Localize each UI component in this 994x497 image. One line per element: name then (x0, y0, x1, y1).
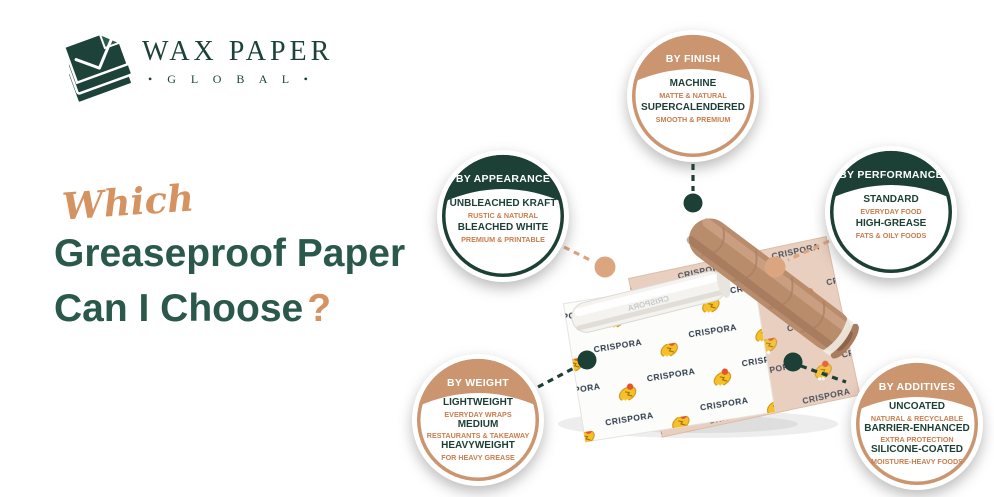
option-name: BLEACHED WHITE (457, 222, 549, 233)
option-name: BARRIER-ENHANCED (864, 422, 970, 434)
category-items: UNCOATED NATURAL & RECYCLABLE BARRIER-EN… (859, 401, 975, 466)
category-label: BY PERFORMANCE (839, 169, 943, 181)
option-name: SILICONE-COATED (870, 444, 964, 455)
product-photo: CRISPORA CRISPORA (558, 218, 861, 443)
paper-stack-icon (62, 32, 134, 105)
category-label: BY APPEARANCE (455, 173, 551, 185)
option-name: SUPERCALENDERED (641, 102, 745, 113)
option-desc: EVERYDAY WRAPS (444, 409, 512, 419)
connector-dot-additives (783, 352, 803, 372)
category-label: BY ADDITIVES (878, 381, 956, 393)
option-desc: FOR HEAVY GREASE (441, 452, 515, 462)
category-items: MACHINE MATTE & NATURAL SUPERCALENDERED … (635, 77, 751, 125)
badge-ring (825, 146, 957, 278)
option-desc: FATS & OILY FOODS (855, 231, 927, 240)
option-name: UNBLEACHED KRAFT (449, 198, 557, 209)
category-circle-by-appearance: BY APPEARANCE UNBLEACHED KRAFT RUSTIC & … (436, 149, 570, 283)
category-label: BY FINISH (665, 53, 721, 65)
connector-appearance (563, 245, 593, 263)
connector-weight (537, 365, 577, 389)
page-title: Greaseproof Paper Can I Choose? (54, 226, 405, 336)
option-desc: EXTRA PROTECTION (880, 435, 954, 444)
question-mark: ? (307, 287, 332, 330)
option-name: MACHINE (669, 78, 717, 89)
option-desc: MOISTURE-HEAVY FOODS (871, 456, 963, 466)
category-items: STANDARD EVERYDAY FOOD HIGH-GREASE FATS … (833, 193, 949, 241)
connector-performance (787, 239, 830, 262)
option-desc: RESTAURANTS & TAKEAWAY (426, 431, 530, 440)
brand-name: WAX PAPER (142, 36, 334, 67)
category-circle-by-performance: BY PERFORMANCE STANDARD EVERYDAY FOOD HI… (824, 145, 958, 279)
connector-dot-appearance (594, 256, 616, 278)
category-circle-by-additives: BY ADDITIVES UNCOATED NATURAL & RECYCLAB… (850, 357, 984, 491)
connector-additives (800, 364, 847, 384)
category-items: UNBLEACHED KRAFT RUSTIC & NATURAL BLEACH… (445, 197, 561, 245)
option-name: STANDARD (863, 194, 919, 205)
brand-logo: WAX PAPER • G L O B A L • (58, 20, 338, 110)
option-name: HIGH-GREASE (855, 218, 927, 229)
connector-dot-performance (764, 256, 786, 278)
option-desc: NATURAL & RECYCLABLE (870, 413, 964, 423)
title-line1: Greaseproof Paper (54, 232, 406, 275)
option-name: UNCOATED (889, 401, 945, 412)
option-name: HEAVYWEIGHT (441, 440, 515, 451)
option-desc: MATTE & NATURAL (659, 91, 727, 100)
option-name: MEDIUM (457, 418, 499, 430)
badge-ring (627, 30, 759, 162)
badge-ring (412, 354, 544, 486)
option-name: LIGHTWEIGHT (443, 397, 513, 408)
brand-subname: • G L O B A L • (148, 72, 314, 86)
option-desc: EVERYDAY FOOD (860, 207, 922, 216)
badge-ring (437, 150, 569, 282)
category-circle-by-finish: BY FINISH MACHINE MATTE & NATURAL SUPERC… (626, 29, 760, 163)
option-desc: SMOOTH & PREMIUM (655, 115, 731, 124)
category-label: BY WEIGHT (446, 377, 509, 389)
option-desc: RUSTIC & NATURAL (467, 211, 539, 220)
title-line2: Can I Choose? (54, 287, 332, 330)
category-items: LIGHTWEIGHT EVERYDAY WRAPS MEDIUM RESTAU… (420, 397, 536, 462)
badge-ring (851, 358, 983, 490)
white-roll: CRISPORA (571, 268, 731, 333)
connector-dot-finish (683, 193, 703, 213)
option-desc: PREMIUM & PRINTABLE (461, 235, 545, 244)
connector-dot-weight (577, 350, 597, 370)
category-circle-by-weight: BY WEIGHT LIGHTWEIGHT EVERYDAY WRAPS MED… (411, 353, 545, 487)
